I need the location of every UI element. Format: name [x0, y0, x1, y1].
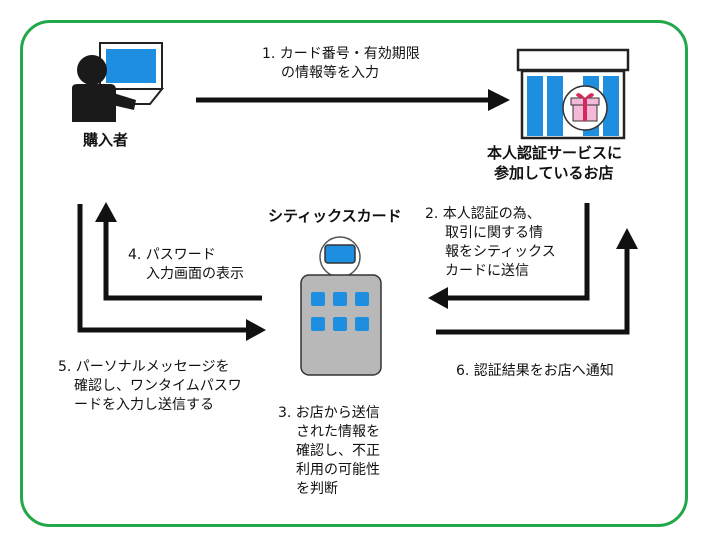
- arrow-step-2: [428, 203, 590, 309]
- step5-line1: 5. パーソナルメッセージを: [58, 359, 230, 375]
- step3-line2: された情報を: [296, 424, 380, 440]
- step2-line2: 取引に関する情: [445, 225, 543, 241]
- store-label-line2: 参加しているお店: [494, 164, 614, 182]
- arrow-step-1: [196, 89, 510, 111]
- buyer-label: 購入者: [83, 131, 129, 149]
- step5-line2: 確認し、ワンタイムパスワ: [74, 378, 242, 394]
- step1-line2: の情報等を入力: [281, 65, 379, 81]
- arrow-step-6: [436, 228, 638, 335]
- buyer-icon: [72, 42, 165, 122]
- step2-line4: カードに送信: [445, 263, 529, 279]
- diagram-frame: [20, 20, 688, 527]
- store-label-line1: 本人認証サービスに: [487, 144, 623, 162]
- step6-line1: 6. 認証結果をお店へ通知: [456, 363, 614, 379]
- step4-line2: 入力画面の表示: [146, 266, 244, 282]
- step5-line3: ードを入力し送信する: [74, 397, 214, 413]
- step2-line1: 2. 本人認証の為、: [425, 206, 541, 222]
- card-company-label: シティックスカード: [268, 207, 402, 225]
- step3-line5: を判断: [296, 481, 338, 497]
- step3-line1: 3. お店から送信: [278, 405, 380, 421]
- gift-icon: [562, 85, 608, 131]
- step1-line1: 1. カード番号・有効期限: [262, 46, 420, 62]
- arrow-step-5: [77, 204, 266, 341]
- step4-line1: 4. パスワード: [128, 247, 216, 263]
- building-icon: [300, 236, 382, 376]
- step2-line3: 報をシティックス: [445, 244, 556, 260]
- step3-line3: 確認し、不正: [296, 443, 380, 459]
- arrow-step-4: [95, 202, 262, 301]
- step3-line4: 利用の可能性: [296, 462, 380, 478]
